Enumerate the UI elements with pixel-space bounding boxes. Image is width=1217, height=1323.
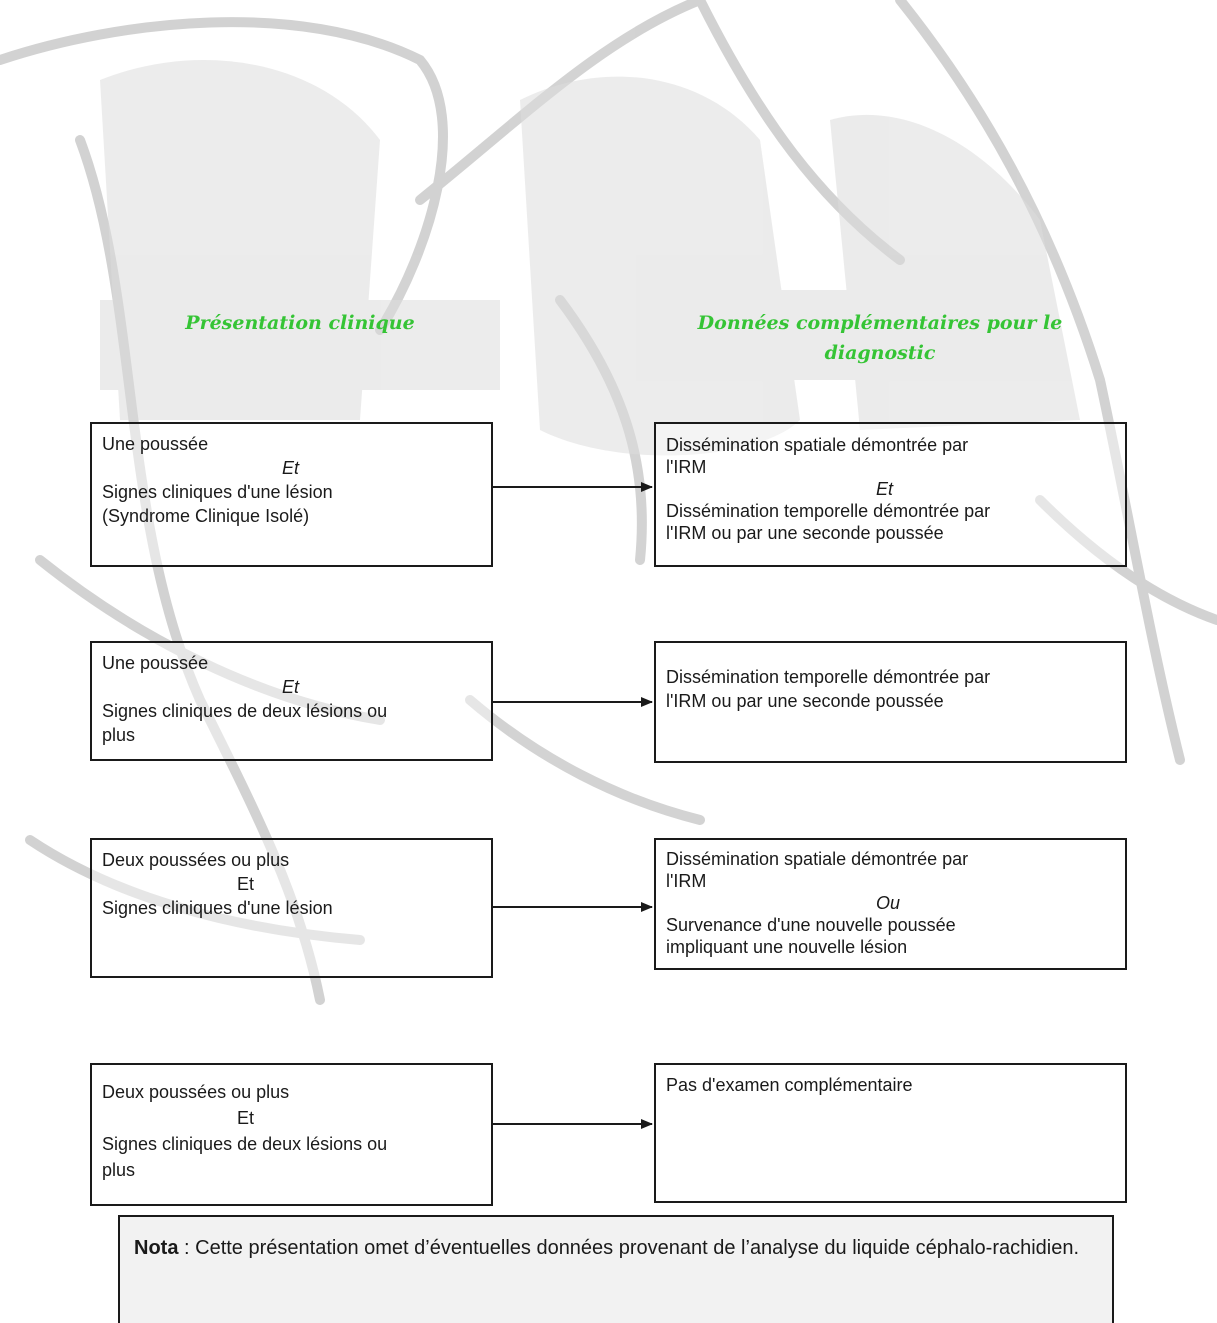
clinical-box-1: Une poussée Et Signes cliniques d'une lé… [90,422,493,567]
box-line: l'IRM ou par une seconde poussée [666,691,944,711]
box-line: l'IRM ou par une seconde poussée [666,523,944,543]
clinical-box-3: Deux poussées ou plus Et Signes clinique… [90,838,493,978]
box-line: Signes cliniques d'une lésion [102,482,333,502]
header-right-line2: diagnostic [824,342,936,364]
box-line: Dissémination spatiale démontrée par [666,435,969,455]
box-line: Dissémination temporelle démontrée par [666,667,991,687]
header-left-label: Présentation clinique [185,312,415,334]
header-clinical-presentation: Présentation clinique [150,308,450,338]
box-line: Une poussée [102,653,209,673]
box-line: Deux poussées ou plus [102,850,290,870]
nota-box: Nota : Cette présentation omet d’éventue… [118,1215,1114,1323]
box-conjunction: Ou [876,893,901,913]
box-line: l'IRM [666,457,707,477]
box-line: l'IRM [666,871,707,891]
box-line: Pas d'examen complémentaire [666,1075,913,1095]
box-line: Signes cliniques de deux lésions ou [102,701,388,721]
box-line: plus [102,1160,136,1180]
nota-text: : Cette présentation omet d’éventuelles … [178,1237,1080,1259]
box-line: Dissémination spatiale démontrée par [666,849,969,869]
box-conjunction: Et [282,458,300,478]
box-line: Survenance d'une nouvelle poussée [666,915,956,935]
box-line: Deux poussées ou plus [102,1082,290,1102]
box-line: Signes cliniques d'une lésion [102,898,333,918]
box-line: Signes cliniques de deux lésions ou [102,1134,388,1154]
header-complementary-data: Données complémentaires pour le diagnost… [650,308,1110,368]
box-conjunction: Et [876,479,894,499]
box-line: Une poussée [102,434,209,454]
box-line: plus [102,725,136,745]
clinical-box-2: Une poussée Et Signes cliniques de deux … [90,641,493,761]
diagnostic-box-2: Dissémination temporelle démontrée par l… [654,641,1127,763]
box-conjunction: Et [237,1108,255,1128]
diagnostic-box-1: Dissémination spatiale démontrée par l'I… [654,422,1127,567]
box-line: (Syndrome Clinique Isolé) [102,506,310,526]
box-conjunction: Et [282,677,300,697]
clinical-box-4: Deux poussées ou plus Et Signes clinique… [90,1063,493,1206]
diagnostic-box-3: Dissémination spatiale démontrée par l'I… [654,838,1127,970]
header-right-line1: Données complémentaires pour le [697,312,1063,334]
nota-label: Nota [134,1237,179,1259]
box-line: impliquant une nouvelle lésion [666,937,908,957]
box-line: Dissémination temporelle démontrée par [666,501,991,521]
diagnostic-box-4: Pas d'examen complémentaire [654,1063,1127,1203]
box-conjunction: Et [237,874,255,894]
